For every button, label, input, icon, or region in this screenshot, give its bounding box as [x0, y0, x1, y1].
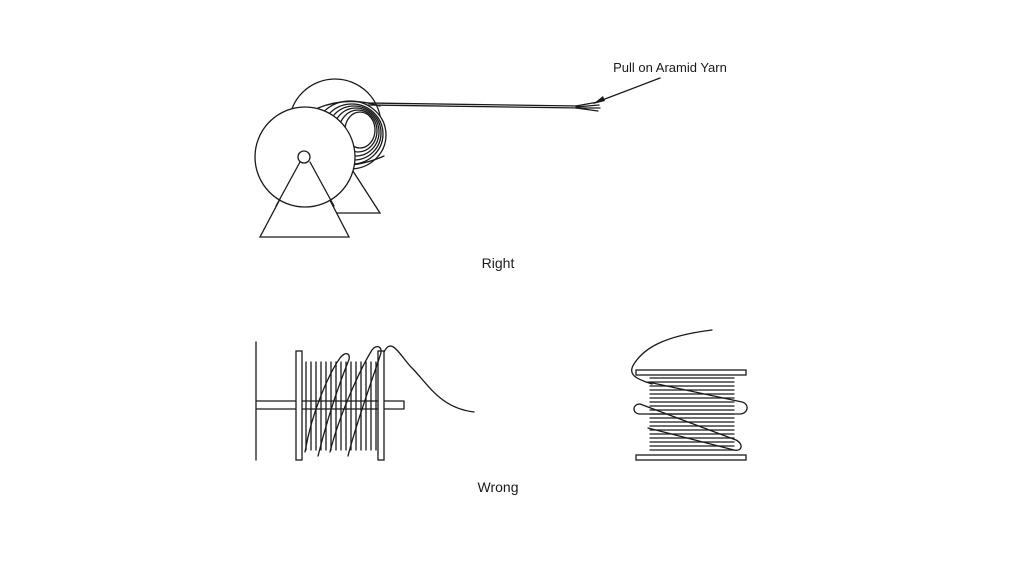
wrong-caption: Wrong — [478, 479, 519, 495]
yarn-strand — [367, 101, 601, 112]
callout-label: Pull on Aramid Yarn — [613, 60, 727, 75]
axle-rod — [255, 400, 405, 410]
top-flange — [635, 369, 747, 376]
wrong-over-end-figure — [631, 329, 748, 461]
right-caption: Right — [482, 255, 515, 271]
loose-loops — [304, 345, 382, 457]
left-flange — [295, 350, 303, 461]
bottom-flange — [635, 454, 747, 461]
callout-arrow — [593, 77, 661, 104]
yarn-strand — [631, 329, 713, 385]
correct-spool-figure — [254, 78, 601, 238]
wound-yarn — [305, 361, 377, 451]
axle-hub — [297, 150, 311, 164]
wound-yarn — [649, 377, 735, 451]
wrong-side-pull-figure — [255, 341, 475, 461]
yarn-strand — [383, 345, 475, 413]
front-stand-upper — [275, 161, 335, 207]
loose-loops — [633, 381, 748, 451]
right-flange — [377, 350, 385, 461]
